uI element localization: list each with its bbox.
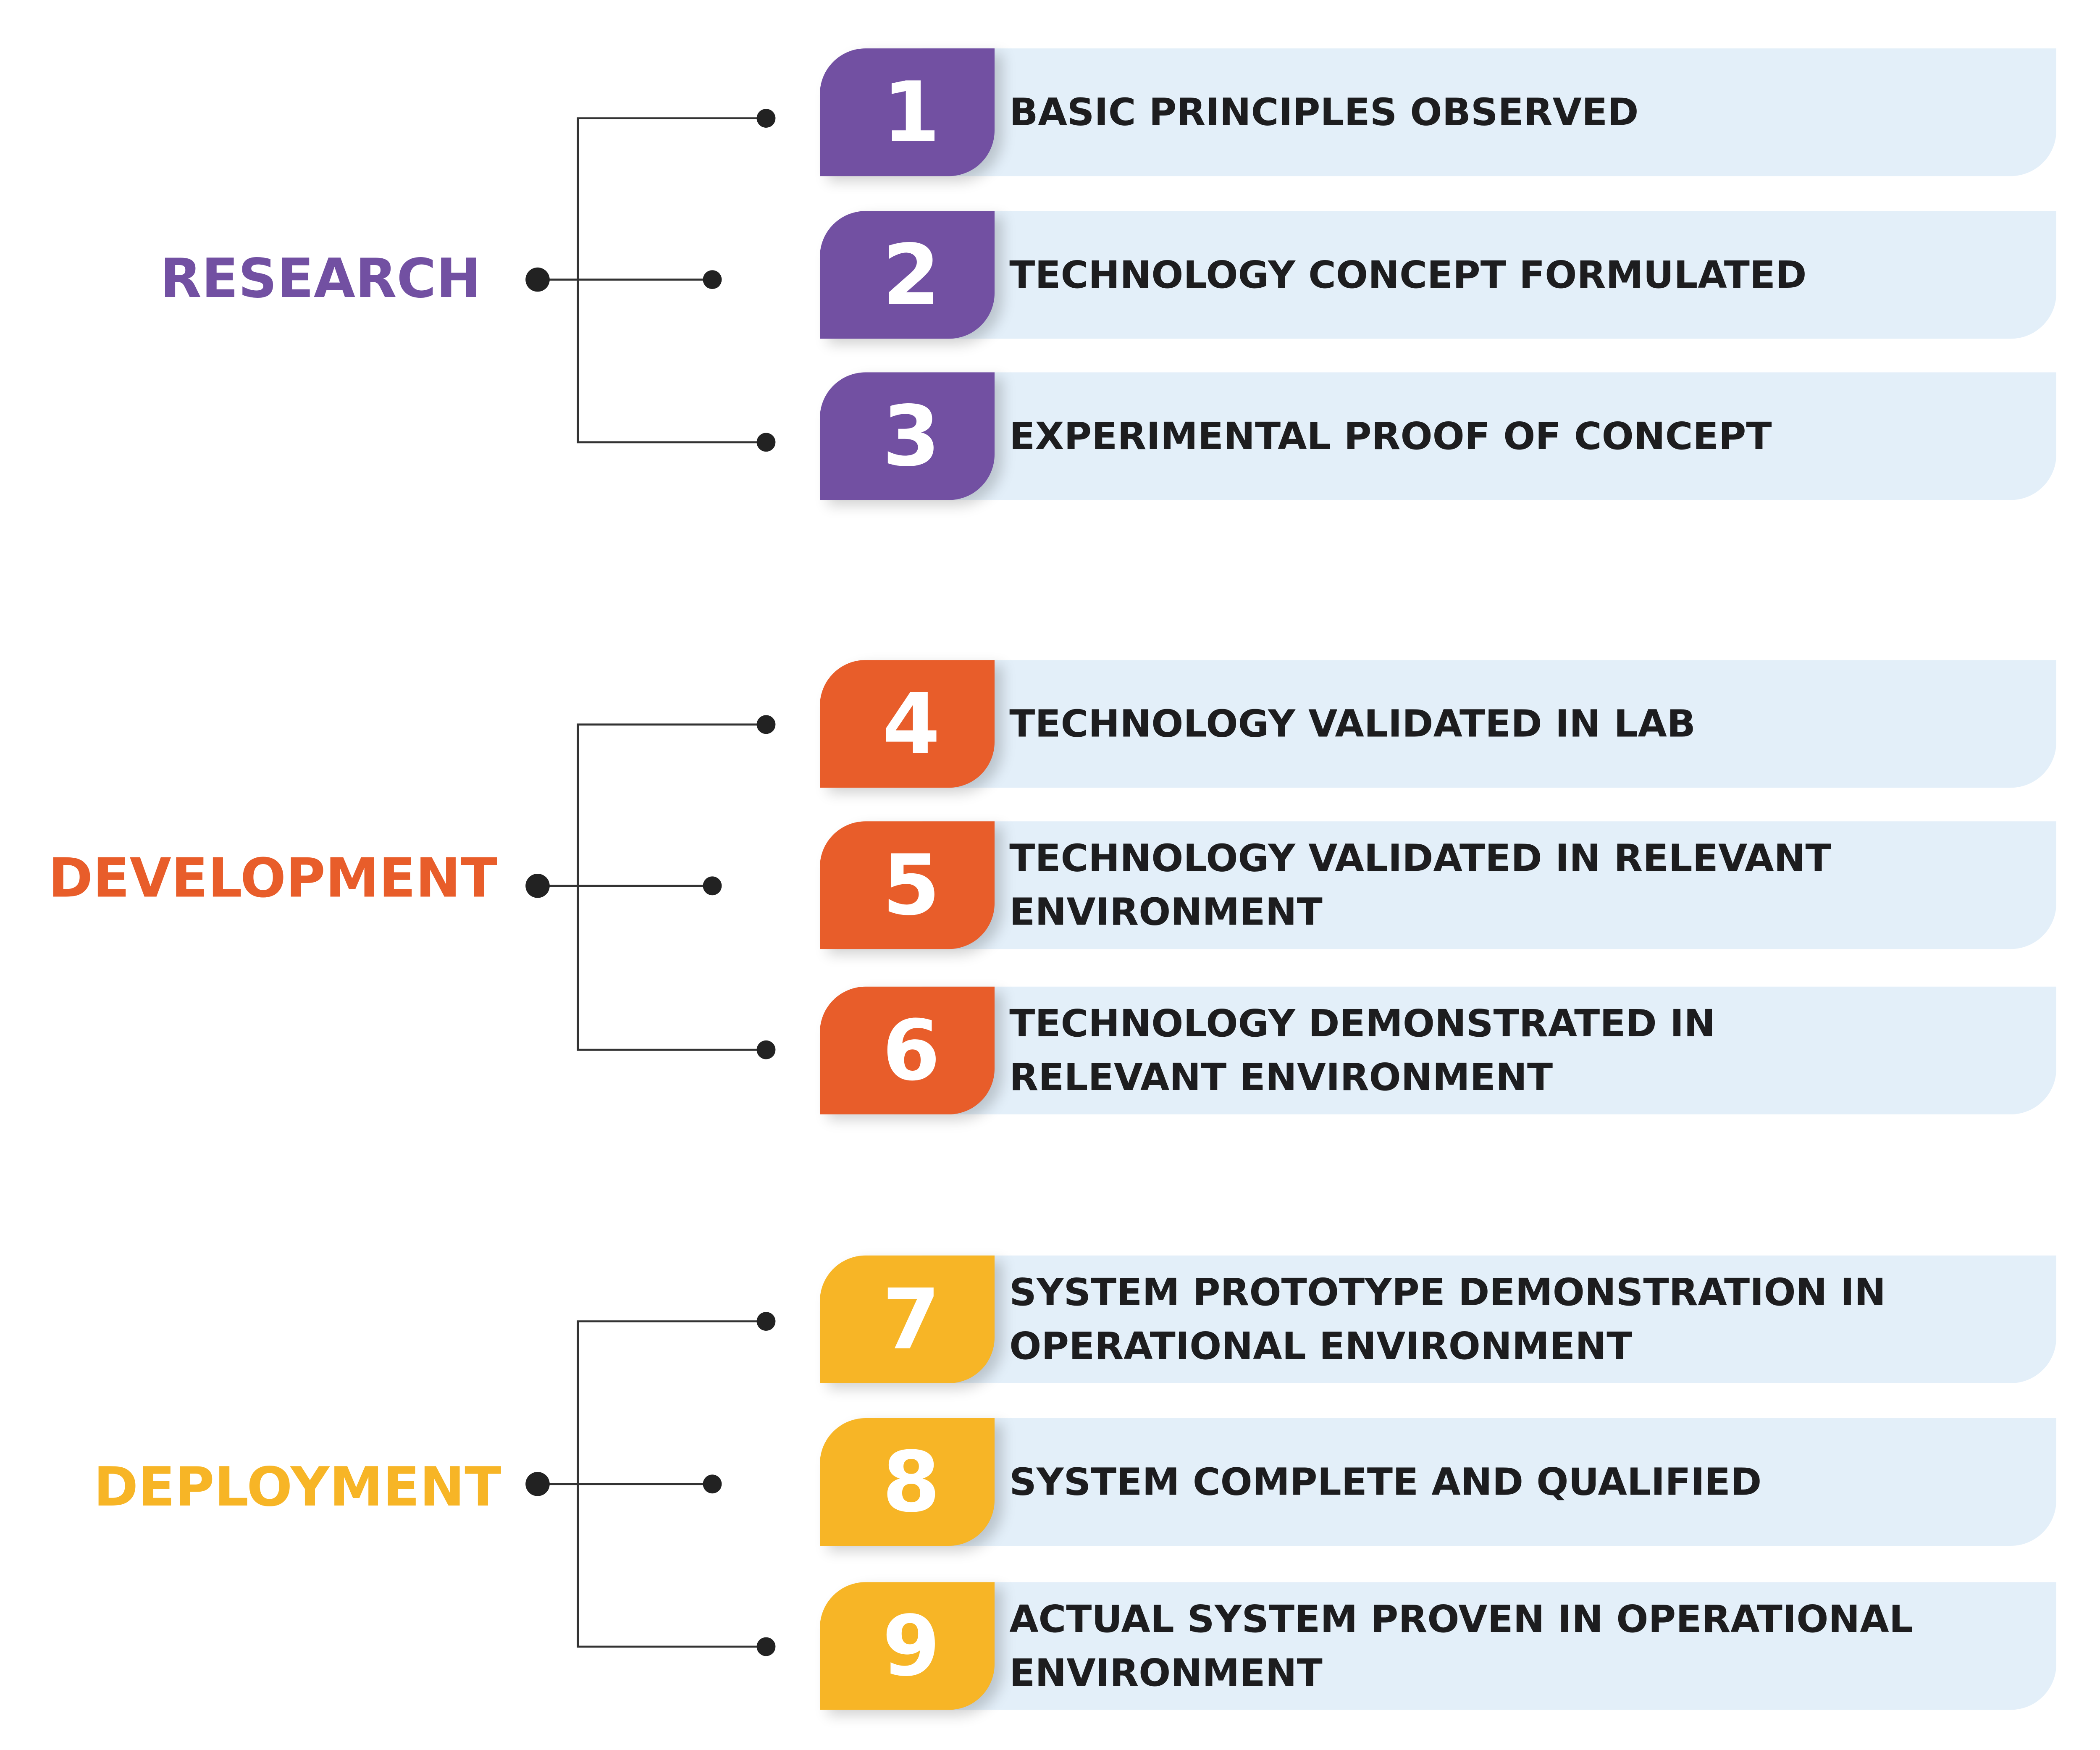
level-card-7: 7 SYSTEM PROTOTYPE DEMONSTRATION IN OPER… [820, 1255, 2056, 1383]
connector-deployment [538, 1320, 766, 1648]
level-description: TECHNOLOGY VALIDATED IN LAB [1009, 701, 1696, 746]
level-number-tab: 5 [820, 821, 995, 949]
level-number: 9 [882, 1596, 940, 1695]
level-card-8: 8 SYSTEM COMPLETE AND QUALIFIED [820, 1418, 2056, 1546]
level-card-6: 6 TECHNOLOGY DEMONSTRATED IN RELEVANT EN… [820, 986, 2056, 1114]
level-card-3: 3 EXPERIMENTAL PROOF OF CONCEPT [820, 372, 2056, 500]
level-card-background [894, 986, 2056, 1114]
level-number: 3 [882, 386, 940, 485]
level-description: EXPERIMENTAL PROOF OF CONCEPT [1009, 413, 1772, 458]
level-description: SYSTEM PROTOTYPE DEMONSTRATION IN OPERAT… [1009, 1269, 1886, 1368]
level-number-tab: 7 [820, 1255, 995, 1383]
connector-research-dots [525, 109, 776, 452]
connector-research [538, 117, 766, 444]
level-card-1: 1 BASIC PRINCIPLES OBSERVED [820, 48, 2056, 176]
level-number: 2 [882, 225, 940, 323]
level-description: SYSTEM COMPLETE AND QUALIFIED [1009, 1459, 1762, 1504]
level-number: 6 [882, 1001, 940, 1099]
level-card-5: 5 TECHNOLOGY VALIDATED IN RELEVANT ENVIR… [820, 821, 2056, 949]
level-description: ACTUAL SYSTEM PROVEN IN OPERATIONAL ENVI… [1009, 1596, 1913, 1695]
group-label-development: DEVELOPMENT [48, 848, 497, 910]
level-number-tab: 6 [820, 986, 995, 1114]
level-number-tab: 3 [820, 372, 995, 500]
level-number: 5 [882, 835, 940, 934]
level-card-background [894, 660, 2056, 788]
level-description: TECHNOLOGY CONCEPT FORMULATED [1009, 252, 1807, 297]
level-card-2: 2 TECHNOLOGY CONCEPT FORMULATED [820, 211, 2056, 339]
level-number: 8 [882, 1432, 940, 1531]
level-card-background [894, 372, 2056, 500]
level-number: 4 [882, 674, 940, 773]
level-number-tab: 1 [820, 48, 995, 176]
level-card-background [894, 1418, 2056, 1546]
level-card-4: 4 TECHNOLOGY VALIDATED IN LAB [820, 660, 2056, 788]
level-number-tab: 2 [820, 211, 995, 339]
level-card-background [894, 821, 2056, 949]
group-label-deployment: DEPLOYMENT [93, 1457, 501, 1519]
connector-development [538, 723, 766, 1051]
level-number-tab: 9 [820, 1582, 995, 1710]
level-description: TECHNOLOGY DEMONSTRATED IN RELEVANT ENVI… [1009, 1001, 1716, 1099]
level-number-tab: 8 [820, 1418, 995, 1546]
level-card-9: 9 ACTUAL SYSTEM PROVEN IN OPERATIONAL EN… [820, 1582, 2056, 1710]
level-number-tab: 4 [820, 660, 995, 788]
level-number: 7 [882, 1269, 940, 1368]
level-card-background [894, 1255, 2056, 1383]
level-card-background [894, 211, 2056, 339]
level-card-background [894, 48, 2056, 176]
level-card-background [894, 1582, 2056, 1710]
connector-development-dots [525, 715, 776, 1059]
connector-deployment-dots [525, 1312, 776, 1656]
level-description: BASIC PRINCIPLES OBSERVED [1009, 89, 1639, 134]
level-description: TECHNOLOGY VALIDATED IN RELEVANT ENVIRON… [1009, 835, 1831, 934]
group-label-research: RESEARCH [160, 249, 481, 311]
level-number: 1 [882, 62, 940, 161]
